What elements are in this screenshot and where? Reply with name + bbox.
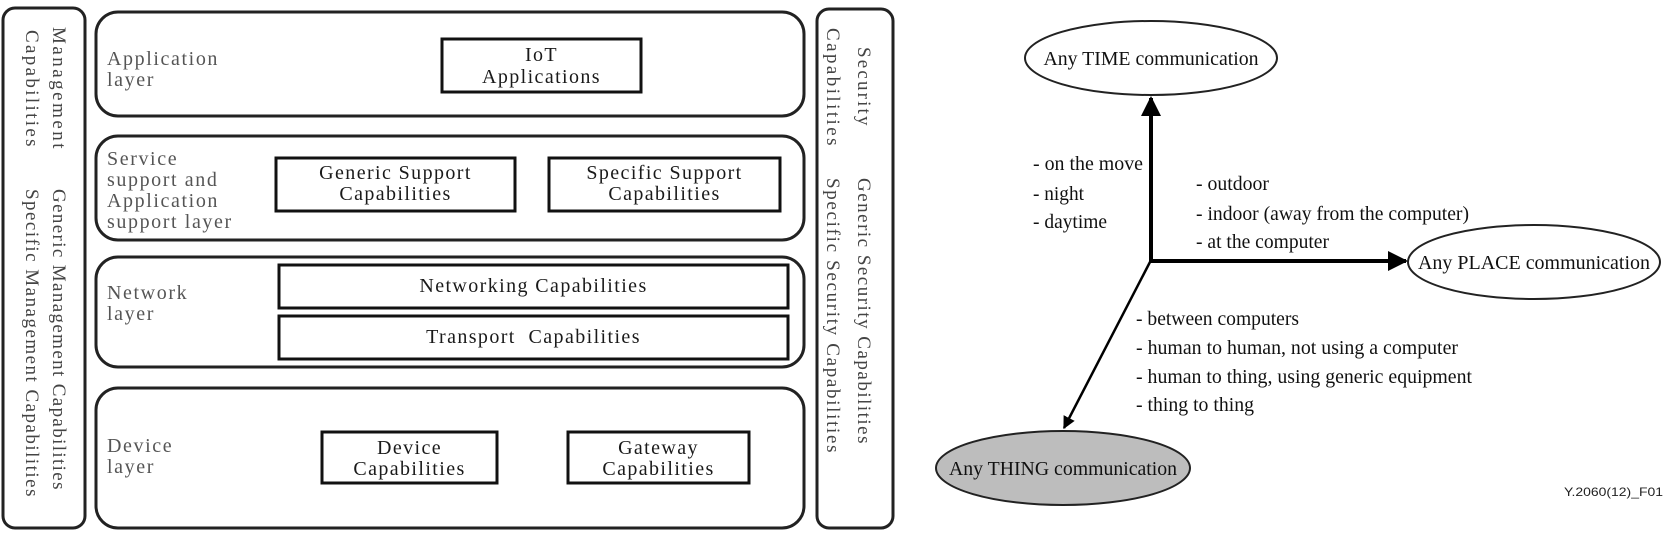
layer-label: Device bbox=[107, 435, 173, 457]
generic-security-capabilities: Generic Security Capabilities bbox=[853, 178, 874, 445]
thing-arrow bbox=[1062, 261, 1152, 430]
transport-capabilities-box: Transport Capabilities bbox=[277, 314, 790, 361]
box-text: Networking Capabilities bbox=[419, 275, 647, 297]
note-text: - human to human, not using a computer bbox=[1136, 337, 1458, 359]
management-title-line2: Capabilities bbox=[21, 30, 42, 148]
management-title-line1: Management bbox=[48, 27, 69, 150]
layer-label: Service bbox=[107, 148, 178, 170]
specific-management-capabilities: Specific Management Capabilities bbox=[21, 189, 42, 498]
iot-applications-box: IoT Applications bbox=[440, 37, 643, 94]
management-capabilities-panel: Management Capabilities Generic Manageme… bbox=[1, 6, 87, 530]
device-capabilities-box: Device Capabilities bbox=[320, 430, 499, 485]
note-text: - daytime bbox=[1033, 211, 1107, 233]
gateway-capabilities-box: Gateway Capabilities bbox=[566, 430, 751, 485]
node-label: Any TIME communication bbox=[1044, 48, 1259, 70]
box-text: Transport Capabilities bbox=[426, 326, 641, 348]
box-text: Capabilities bbox=[339, 183, 451, 205]
specific-support-capabilities-box: Specific Support Capabilities bbox=[547, 156, 782, 213]
note-text: - at the computer bbox=[1196, 231, 1329, 253]
node-label: Any THING communication bbox=[949, 458, 1177, 480]
box-text: Capabilities bbox=[608, 183, 720, 205]
note-text: - outdoor bbox=[1196, 173, 1269, 195]
note-text: - indoor (away from the computer) bbox=[1196, 203, 1469, 225]
layer-label: layer bbox=[107, 456, 155, 478]
box-text: Applications bbox=[482, 66, 601, 88]
thing-notes: - between computers - human to human, no… bbox=[1136, 308, 1472, 416]
note-text: - thing to thing bbox=[1136, 394, 1254, 416]
note-text: - night bbox=[1033, 183, 1084, 205]
layer-label: support and bbox=[107, 169, 218, 191]
box-text: Generic Support bbox=[319, 162, 472, 184]
layer-label: Network bbox=[107, 282, 188, 304]
layer-label: Application bbox=[107, 48, 219, 70]
security-capabilities-panel: Security Capabilities Generic Security C… bbox=[815, 7, 895, 530]
box-text: IoT bbox=[525, 44, 558, 66]
layer-label: layer bbox=[107, 303, 155, 325]
axes-arrows bbox=[1062, 96, 1408, 430]
generic-management-capabilities: Generic Management Capabilities bbox=[48, 189, 69, 491]
layer-label: layer bbox=[107, 69, 155, 91]
box-text: Specific Support bbox=[586, 162, 742, 184]
security-title-line1: Security bbox=[853, 47, 874, 127]
place-notes: - outdoor - indoor (away from the comput… bbox=[1196, 173, 1469, 253]
box-text: Device bbox=[377, 437, 442, 459]
time-notes: - on the move - night - daytime bbox=[1033, 153, 1143, 233]
figure-id: Y.2060(12)_F01 bbox=[1564, 485, 1663, 499]
service-support-layer: Service support and Application support … bbox=[94, 134, 806, 242]
layer-label: Application bbox=[107, 190, 219, 212]
device-layer: Device layer Device Capabilities Gateway… bbox=[94, 386, 806, 530]
box-text: Capabilities bbox=[353, 458, 465, 480]
node-label: Any PLACE communication bbox=[1418, 252, 1650, 274]
network-layer: Network layer Networking Capabilities Tr… bbox=[94, 255, 806, 369]
security-title-line2: Capabilities bbox=[822, 28, 843, 147]
note-text: - on the move bbox=[1033, 153, 1143, 175]
application-layer: Application layer IoT Applications bbox=[94, 10, 806, 118]
generic-support-capabilities-box: Generic Support Capabilities bbox=[274, 156, 517, 213]
any-thing-node: Any THING communication bbox=[935, 430, 1191, 506]
specific-security-capabilities: Specific Security Capabilities bbox=[822, 178, 843, 454]
networking-capabilities-box: Networking Capabilities bbox=[277, 263, 790, 310]
any-time-node: Any TIME communication bbox=[1024, 20, 1278, 96]
note-text: - human to thing, using generic equipmen… bbox=[1136, 366, 1472, 388]
box-text: Capabilities bbox=[602, 458, 714, 480]
layer-label: support layer bbox=[107, 211, 233, 233]
note-text: - between computers bbox=[1136, 308, 1299, 330]
box-text: Gateway bbox=[618, 437, 699, 459]
any-place-node: Any PLACE communication bbox=[1407, 224, 1661, 300]
